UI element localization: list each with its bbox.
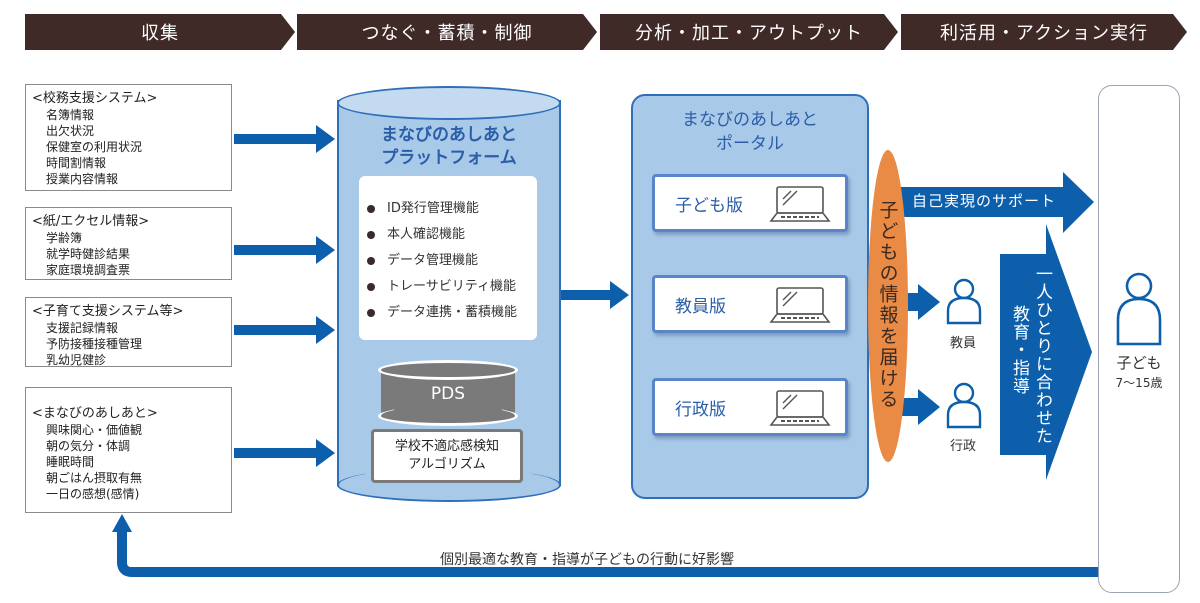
source-item: 名簿情報 — [46, 108, 95, 122]
function-label: トレーサビリティ機能 — [387, 279, 516, 294]
person-icon — [946, 382, 982, 429]
arrow-right-icon — [234, 316, 335, 344]
version-label: 子ども版 — [675, 196, 743, 216]
laptop-icon — [769, 287, 831, 323]
portal-title-line2: ポータル — [716, 134, 784, 154]
stage-label: 利活用・アクション実行 — [939, 23, 1149, 44]
algorithm-line2: アルゴリズム — [408, 457, 486, 472]
bullet-icon — [367, 309, 375, 317]
version-label: 教員版 — [675, 297, 726, 317]
portal-version-government: 行政版 — [652, 378, 848, 436]
self-realization-arrow — [898, 172, 1094, 233]
recipient-label: 行政 — [950, 439, 977, 454]
bullet-icon — [367, 231, 375, 239]
source-item: 授業内容情報 — [46, 172, 119, 186]
personalized-education-arrow — [1000, 224, 1092, 480]
source-title: <校務支援システム> — [32, 91, 158, 106]
recipient-label: 教員 — [950, 336, 977, 351]
arrow-right-icon — [900, 284, 940, 320]
arrow-right-icon — [234, 125, 335, 153]
arrow-right-icon — [234, 439, 335, 467]
function-label: データ管理機能 — [387, 253, 479, 268]
child-age: 7〜15歳 — [1115, 376, 1163, 390]
stage-label: つなぐ・蓄積・制御 — [361, 23, 533, 44]
stage-analyze: 分析・加工・アウトプット — [600, 14, 898, 50]
source-item: 朝ごはん摂取有無 — [46, 471, 143, 485]
platform-cylinder-top — [337, 86, 561, 120]
portal-title-line1: まなびのあしあと — [682, 110, 818, 130]
source-item: 朝の気分・体調 — [46, 439, 131, 453]
personalized-label-line1: 一人ひとりに合わせた — [1032, 265, 1052, 445]
stage-collect: 収集 — [25, 14, 295, 50]
arrow-up-icon — [112, 514, 132, 532]
source-manabi-ashiato: <まなびのあしあと> 興味関心・価値観 朝の気分・体調 睡眠時間 朝ごはん摂取有… — [25, 387, 232, 513]
stage-connect: つなぐ・蓄積・制御 — [297, 14, 597, 50]
pds-database-bottom — [378, 406, 518, 426]
source-item: 時間割情報 — [46, 156, 107, 170]
source-item: 家庭環境調査票 — [46, 263, 131, 277]
source-item: 睡眠時間 — [46, 455, 95, 469]
function-item: データ連携・蓄積機能 — [367, 300, 537, 326]
platform-functions: ID発行管理機能 本人確認機能 データ管理機能 トレーサビリティ機能 データ連携… — [359, 176, 537, 340]
bullet-icon — [367, 283, 375, 291]
portal-version-teacher: 教員版 — [652, 275, 848, 333]
source-childcare-system: <子育て支援システム等> 支援記録情報 予防接種接種管理 乳幼児健診 — [25, 297, 232, 367]
pds-database-top — [378, 360, 518, 380]
source-school-system: <校務支援システム> 名簿情報 出欠状況 保健室の利用状況 時間割情報 授業内容… — [25, 84, 232, 191]
function-label: ID発行管理機能 — [387, 201, 479, 216]
stage-label: 分析・加工・アウトプット — [635, 23, 863, 44]
source-item: 支援記録情報 — [46, 321, 119, 335]
personalized-label-line2: 教育・指導 — [1009, 305, 1029, 395]
source-item: 予防接種接種管理 — [46, 337, 143, 351]
function-item: トレーサビリティ機能 — [367, 274, 537, 300]
version-label: 行政版 — [675, 400, 726, 420]
stage-utilize: 利活用・アクション実行 — [901, 14, 1187, 50]
source-title: <子育て支援システム等> — [32, 304, 184, 319]
source-title: <紙/エクセル情報> — [32, 214, 150, 229]
source-item: 学齢簿 — [46, 231, 83, 245]
source-item: 出欠状況 — [46, 124, 95, 138]
source-item: 保健室の利用状況 — [46, 140, 143, 154]
function-item: ID発行管理機能 — [367, 196, 537, 222]
source-paper-excel: <紙/エクセル情報> 学齢簿 就学時健診結果 家庭環境調査票 — [25, 207, 232, 280]
algorithm-box: 学校不適応感検知 アルゴリズム — [371, 429, 523, 483]
deliver-info-label: 子どもの情報を届ける — [876, 200, 899, 410]
platform-title-line1: まなびのあしあと — [381, 125, 517, 145]
laptop-icon — [769, 390, 831, 426]
portal-version-child: 子ども版 — [652, 174, 848, 232]
pds-label: PDS — [430, 384, 466, 404]
child-label: 子ども — [1116, 354, 1162, 372]
deliver-info-ellipse — [868, 150, 908, 462]
arrow-right-icon — [560, 281, 629, 309]
source-item: 就学時健診結果 — [46, 247, 131, 261]
source-item: 乳幼児健診 — [46, 353, 107, 367]
laptop-icon — [769, 186, 831, 222]
portal-title: まなびのあしあと ポータル — [631, 108, 869, 156]
person-icon — [946, 278, 982, 325]
bullet-icon — [367, 257, 375, 265]
arrow-right-icon — [900, 389, 940, 425]
source-item: 一日の感想(感情) — [46, 487, 140, 501]
feedback-loop-arrow — [117, 530, 1098, 577]
source-title: <まなびのあしあと> — [32, 406, 158, 421]
bullet-icon — [367, 205, 375, 213]
platform-title-line2: プラットフォーム — [381, 148, 517, 168]
platform-title: まなびのあしあと プラットフォーム — [337, 124, 561, 170]
self-realization-label: 自己実現のサポート — [912, 192, 1057, 210]
stage-label: 収集 — [141, 23, 179, 44]
child-person-icon — [1116, 272, 1162, 346]
function-label: 本人確認機能 — [387, 227, 466, 242]
source-item: 興味関心・価値観 — [46, 423, 143, 437]
function-item: 本人確認機能 — [367, 222, 537, 248]
function-label: データ連携・蓄積機能 — [387, 305, 518, 320]
algorithm-line1: 学校不適応感検知 — [394, 439, 499, 454]
arrow-right-icon — [234, 236, 335, 264]
function-item: データ管理機能 — [367, 248, 537, 274]
feedback-label: 個別最適な教育・指導が子どもの行動に好影響 — [440, 552, 734, 568]
